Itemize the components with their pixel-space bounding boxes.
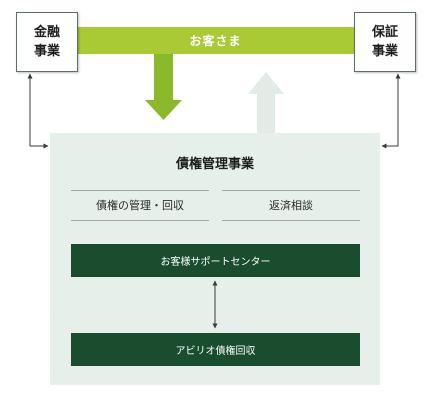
right-connector-arrow [381,73,401,149]
finance-business-box: 金融 事業 [16,12,78,72]
up-arrow [248,72,284,133]
sub-item-management: 債権の管理・回収 [96,199,184,212]
debt-management-panel: 債権管理事業 債権の管理・回収 返済相談 お客様サポートセンター アビリオ債権回… [50,133,380,385]
customer-bar: お客さま [77,27,354,54]
left-connector-arrow [27,73,49,149]
support-center-bar: お客様サポートセンター [71,244,360,277]
down-arrow [145,54,182,120]
abilio-collection-bar: アビリオ債権回収 [71,333,360,366]
divider-line [222,220,360,221]
divider-line [71,220,209,221]
panel-title: 債権管理事業 [175,157,254,172]
guarantee-business-box: 保証 事業 [354,12,416,72]
divider-line [222,190,360,191]
sub-item-consultation: 返済相談 [269,199,313,212]
divider-line [71,190,209,191]
